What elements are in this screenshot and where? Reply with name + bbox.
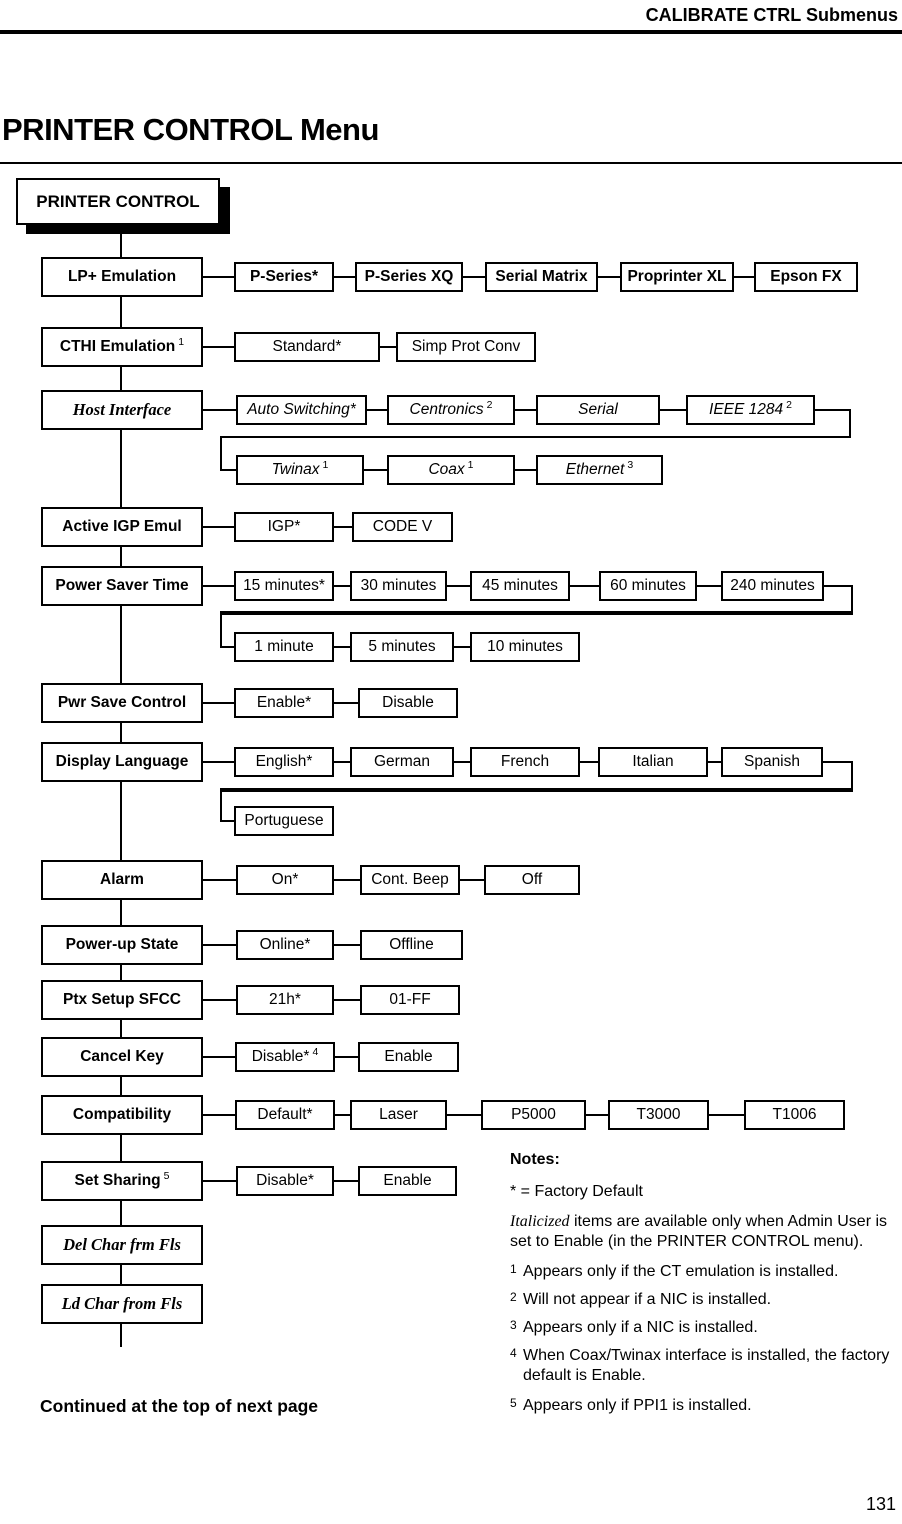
title-rule xyxy=(0,162,902,164)
option-epson-fx: Epson FX xyxy=(754,262,858,292)
root-menu-box: PRINTER CONTROL xyxy=(16,178,220,225)
connector-line xyxy=(851,761,853,790)
option-spanish: Spanish xyxy=(721,747,823,777)
menu-item-ptx-setup-sfcc: Ptx Setup SFCC xyxy=(41,980,203,1020)
option-p-series: P-Series* xyxy=(234,262,334,292)
option-italian: Italian xyxy=(598,747,708,777)
option-240-minutes: 240 minutes xyxy=(721,571,824,601)
header-rule xyxy=(0,30,902,34)
option-pwr-save-enable: Enable* xyxy=(234,688,334,718)
trunk-connector-line xyxy=(120,225,122,1347)
option-simp-prot-conv: Simp Prot Conv xyxy=(396,332,536,362)
option-set-sharing-disable: Disable* xyxy=(236,1166,334,1196)
menu-item-power-saver-time: Power Saver Time xyxy=(41,566,203,606)
option-proprinter-xl: Proprinter XL xyxy=(620,262,734,292)
page-title: PRINTER CONTROL Menu xyxy=(2,112,379,147)
menu-item-del-char-frm-fls: Del Char frm Fls xyxy=(41,1225,203,1265)
option-set-sharing-enable: Enable xyxy=(358,1166,457,1196)
option-german: German xyxy=(350,747,454,777)
option-60-minutes: 60 minutes xyxy=(599,571,697,601)
option-alarm-on: On* xyxy=(236,865,334,895)
menu-item-active-igp-emul: Active IGP Emul xyxy=(41,507,203,547)
option-1-minute: 1 minute xyxy=(234,632,334,662)
running-header: CALIBRATE CTRL Submenus xyxy=(645,5,898,25)
option-english: English* xyxy=(234,747,334,777)
option-p-series-xq: P-Series XQ xyxy=(355,262,463,292)
wrap-connector-line xyxy=(220,611,853,615)
menu-item-pwr-save-control: Pwr Save Control xyxy=(41,683,203,723)
option-standard: Standard* xyxy=(234,332,380,362)
wrap-connector-line xyxy=(220,436,851,438)
option-21h: 21h* xyxy=(236,985,334,1015)
option-laser: Laser xyxy=(350,1100,447,1130)
option-serial: Serial xyxy=(536,395,660,425)
option-alarm-off: Off xyxy=(484,865,580,895)
option-code-v: CODE V xyxy=(352,512,453,542)
option-default: Default* xyxy=(235,1100,335,1130)
connector-line xyxy=(203,1114,754,1116)
option-french: French xyxy=(470,747,580,777)
connector-line xyxy=(849,409,851,438)
option-offline: Offline xyxy=(360,930,463,960)
continued-note: Continued at the top of next page xyxy=(40,1396,319,1416)
option-cancel-key-disable: Disable*4 xyxy=(235,1042,335,1072)
connector-line xyxy=(203,879,494,881)
connector-line xyxy=(203,276,764,278)
menu-item-lp-plus-emulation: LP+ Emulation xyxy=(41,257,203,297)
option-online: Online* xyxy=(236,930,334,960)
option-01-ff: 01-FF xyxy=(360,985,460,1015)
menu-item-alarm: Alarm xyxy=(41,860,203,900)
option-p5000: P5000 xyxy=(481,1100,586,1130)
connector-line xyxy=(220,436,222,471)
connector-line xyxy=(220,469,546,471)
wrap-connector-line xyxy=(220,788,853,792)
option-pwr-save-disable: Disable xyxy=(358,688,458,718)
note-italicized-admin: Italicized items are available only when… xyxy=(510,1213,888,1250)
note-factory-default: * = Factory Default xyxy=(510,1183,643,1200)
option-45-minutes: 45 minutes xyxy=(470,571,570,601)
option-15-minutes: 15 minutes* xyxy=(234,571,334,601)
menu-item-display-language: Display Language xyxy=(41,742,203,782)
option-t3000: T3000 xyxy=(608,1100,709,1130)
connector-line xyxy=(220,788,222,822)
option-cont-beep: Cont. Beep xyxy=(360,865,460,895)
option-igp: IGP* xyxy=(234,512,334,542)
notes-section: Notes: * = Factory Default Italicized it… xyxy=(510,1150,902,1416)
option-30-minutes: 30 minutes xyxy=(350,571,447,601)
option-cancel-key-enable: Enable xyxy=(358,1042,459,1072)
option-auto-switching: Auto Switching* xyxy=(236,395,367,425)
notes-heading: Notes: xyxy=(510,1151,560,1168)
menu-item-cancel-key: Cancel Key xyxy=(41,1037,203,1077)
connector-line xyxy=(851,585,853,613)
option-10-minutes: 10 minutes xyxy=(470,632,580,662)
option-serial-matrix: Serial Matrix xyxy=(485,262,598,292)
option-portuguese: Portuguese xyxy=(234,806,334,836)
option-t1006: T1006 xyxy=(744,1100,845,1130)
connector-line xyxy=(203,409,851,411)
page-number: 131 xyxy=(865,1494,896,1514)
menu-item-compatibility: Compatibility xyxy=(41,1095,203,1135)
option-5-minutes: 5 minutes xyxy=(350,632,454,662)
connector-line xyxy=(220,611,222,648)
connector-line xyxy=(220,820,246,822)
menu-item-host-interface: Host Interface xyxy=(41,390,203,430)
menu-item-power-up-state: Power-up State xyxy=(41,925,203,965)
menu-item-ld-char-from-fls: Ld Char from Fls xyxy=(41,1284,203,1324)
